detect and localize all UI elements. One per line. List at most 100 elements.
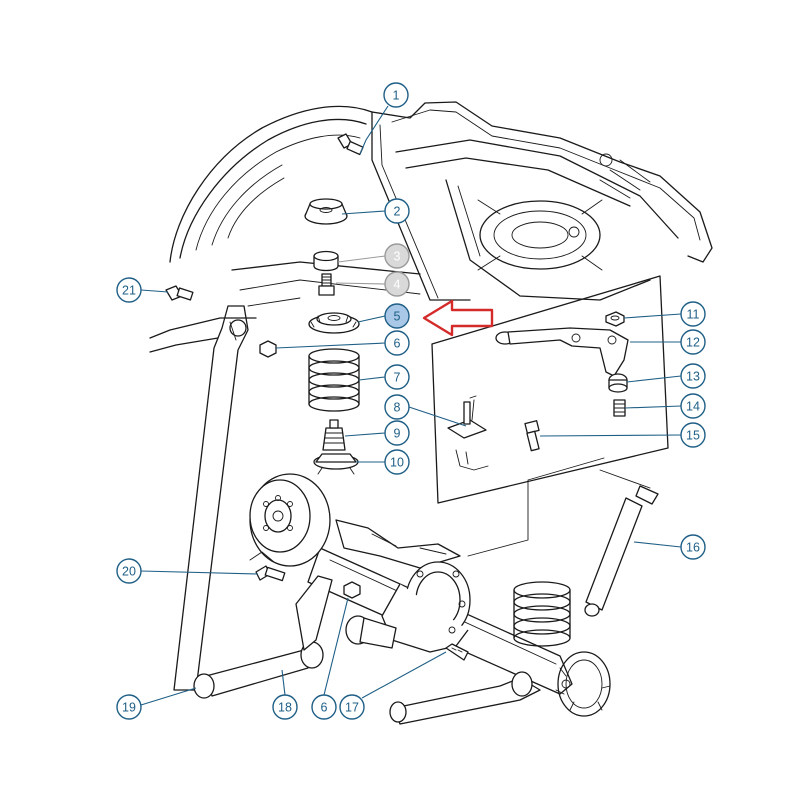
lower-control-arms	[193, 575, 541, 725]
callout-label: 14	[686, 400, 700, 414]
body-floor-outline	[149, 101, 713, 353]
bracket-nut	[605, 311, 625, 327]
callout-leader-line	[140, 570, 259, 575]
callout-label: 19	[122, 701, 136, 715]
callout-leader-line	[140, 687, 197, 706]
callout-circle	[339, 694, 365, 720]
callout-9: 9	[344, 420, 410, 446]
callout-label: 11	[687, 308, 700, 322]
lower-spring-seat	[313, 453, 359, 475]
callout-circle	[384, 198, 410, 224]
callout-circle	[384, 303, 410, 329]
upper-spring-seat	[308, 312, 360, 334]
callout-leader-line	[626, 375, 682, 383]
callout-leader-line	[623, 313, 682, 319]
right-coil-spring	[513, 581, 571, 647]
callout-label: 4	[394, 278, 401, 292]
rear-axle-assembly	[249, 473, 611, 717]
detail-inset	[431, 275, 669, 557]
callout-circle	[384, 449, 410, 475]
callout-7: 7	[358, 364, 410, 390]
callout-10: 10	[356, 449, 410, 475]
callout-6a: 6	[275, 330, 410, 356]
callout-circle	[383, 82, 409, 108]
bracket-bolt	[613, 399, 626, 417]
callout-circle	[680, 422, 706, 448]
callout-label: 13	[686, 370, 700, 384]
callout-leader-line	[633, 541, 682, 548]
callout-6b: 6	[311, 597, 349, 720]
shock-absorber	[584, 469, 659, 617]
callout-circle	[680, 363, 706, 389]
upper-fasteners	[165, 133, 364, 358]
callout-label: 6	[321, 701, 328, 715]
callout-19: 19	[116, 687, 197, 720]
callout-label: 2	[394, 205, 401, 219]
spring-stack	[304, 198, 360, 475]
callout-18: 18	[272, 669, 298, 720]
callout-20: 20	[116, 558, 259, 584]
frame-bracket	[173, 305, 249, 691]
callout-13: 13	[626, 363, 706, 389]
callout-leader-line	[323, 597, 349, 696]
callout-1: 1	[359, 82, 409, 155]
callout-label: 9	[394, 427, 401, 441]
callout-circle	[384, 330, 410, 356]
callout-8: 8	[384, 394, 467, 427]
callout-label: 8	[394, 401, 401, 415]
inset-bolt	[524, 420, 540, 452]
callout-circle	[680, 301, 706, 327]
callout-4: 4	[335, 271, 410, 297]
callout-label: 7	[394, 371, 401, 385]
callout-circle	[680, 393, 706, 419]
callout-14: 14	[624, 393, 706, 419]
callout-leader-line	[357, 315, 386, 323]
callout-circle	[116, 558, 142, 584]
callout-label: 5	[394, 310, 401, 324]
callout-21: 21	[116, 277, 169, 303]
callout-label: 10	[390, 456, 404, 470]
spring-pad-stud	[447, 395, 489, 471]
callout-circle	[116, 694, 142, 720]
callout-leader-line	[624, 405, 682, 409]
callout-leader-line	[335, 282, 386, 285]
callout-circle	[384, 364, 410, 390]
callout-16: 16	[633, 534, 706, 560]
callout-label: 21	[122, 284, 136, 298]
callout-leader-line	[408, 406, 467, 427]
callout-15: 15	[539, 422, 706, 448]
callout-label: 1	[393, 89, 400, 103]
callout-17: 17	[339, 651, 447, 720]
callout-leader-line	[344, 432, 386, 437]
callout-5: 5	[357, 303, 410, 329]
callout-leader-line	[358, 376, 386, 381]
upper-spring-isolator	[304, 198, 348, 225]
callout-12: 12	[630, 329, 706, 355]
coil-spring	[308, 348, 360, 412]
highlight-arrow	[422, 299, 494, 337]
callout-label: 15	[686, 429, 700, 443]
callout-circle	[680, 329, 706, 355]
spring-boot	[322, 419, 346, 451]
callout-leader-line	[275, 342, 386, 349]
callout-2: 2	[341, 198, 410, 224]
callout-3: 3	[337, 243, 410, 269]
spring-bolt	[318, 273, 335, 296]
callout-leader-line	[359, 105, 389, 155]
callout-circle	[384, 420, 410, 446]
callout-label: 3	[394, 250, 401, 264]
callout-leader-line	[341, 210, 386, 215]
callout-leader-line	[140, 289, 169, 293]
callout-circle	[116, 277, 142, 303]
callout-label: 16	[686, 541, 700, 555]
callout-circle	[272, 694, 298, 720]
callout-label: 20	[122, 565, 136, 579]
callout-circle	[384, 271, 410, 297]
callout-label: 6	[394, 337, 401, 351]
callout-label: 17	[345, 701, 359, 715]
callout-leader-line	[281, 669, 286, 696]
callout-11: 11	[623, 301, 706, 327]
callout-leader-line	[539, 434, 682, 437]
